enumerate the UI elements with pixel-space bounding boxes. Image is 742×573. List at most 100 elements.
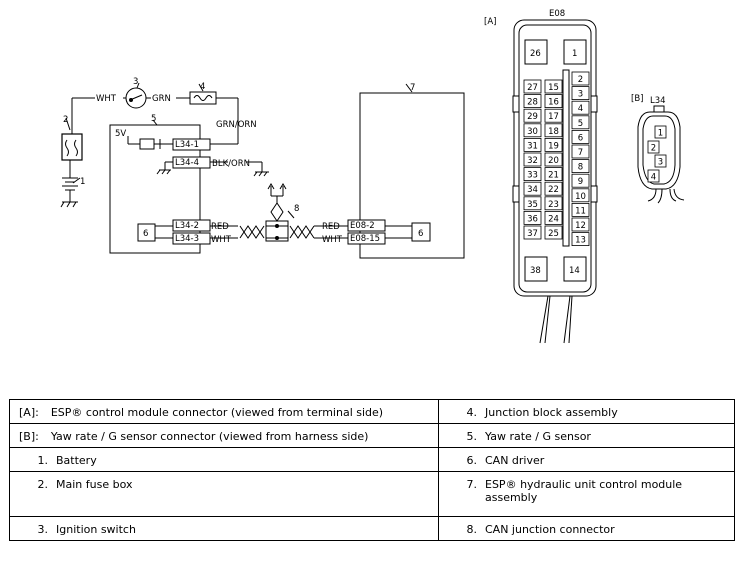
label-4: 4 [200,82,205,92]
legend-cell-left: [A]:ESP® control module connector (viewe… [9,399,439,424]
label-l34: L34 [650,96,666,106]
wire-blk-orn: BLK/ORN [212,159,250,169]
wire-wht-right: WHT [322,235,343,245]
legend-cell-right: 5.Yaw rate / G sensor [438,423,735,448]
e08-pin-cell [571,217,590,232]
legend-description: Junction block assembly [485,406,618,419]
e08-pin-cell [523,167,542,182]
wire-grn-top: GRN [152,94,171,104]
e08-pin-cell [544,181,563,196]
e08-pin-cell [523,94,542,108]
legend-row: 1. Battery 6. CAN driver [9,447,735,472]
legend-number: 6. [466,454,478,467]
e08-pin-number: 18 [548,127,559,137]
e08-pin-number: 29 [527,112,538,122]
label-8: 8 [294,204,299,214]
e08-pin-cell [544,152,563,167]
legend-cell-right: 6. CAN driver [438,447,735,472]
legend-number: 1. [37,454,49,467]
label-6-right: 6 [418,229,423,239]
legend-cell-left: 2.Main fuse box [9,471,439,517]
e08-pin-cell [523,196,542,211]
e08-pin-cell [523,108,542,123]
e08-pin-cell [544,225,563,240]
l34-pin-cell [654,154,667,168]
e08-pin-cell [544,196,563,211]
e08-pin-cell [571,129,590,144]
e08-pin-cell [544,94,563,108]
legend-number: 7. [466,478,478,491]
e08-pin-cell [571,71,590,86]
e08-pin-cell [523,181,542,196]
label-6-left: 6 [143,229,148,239]
wire-red-right: RED [322,222,340,232]
e08-pin-cell [571,188,590,203]
l34-pin-number: 1 [658,129,663,139]
legend-description: CAN driver [485,454,545,467]
e08-pin-grid: 2728293031323334353637151617181920212223… [523,71,590,247]
legend-cell-left: [B]: Yaw rate / G sensor connector (viewe… [9,423,439,448]
e08-pin-38: 38 [530,266,541,276]
e08-pin-cell [544,167,563,182]
legend-description: Yaw rate / G sensor [485,430,591,443]
terminal-l34-3: L34-3 [175,234,199,244]
e08-pin-number: 5 [578,119,583,129]
legend-row: 2.Main fuse box 7. ESP® hydraulic unit con… [9,471,735,517]
legend-cell-right: 4.Junction block assembly [438,399,735,424]
e08-pin-number: 9 [578,177,583,187]
legend-table: [A]:ESP® control module connector (viewe… [9,399,735,541]
e08-pin-cell [544,79,563,94]
legend-description: Ignition switch [56,523,136,536]
e08-pin-number: 28 [527,98,538,108]
legend-description: ESP® control module connector (viewed fr… [50,406,384,419]
legend-number: 3. [37,523,49,536]
e08-pin-number: 12 [575,221,586,231]
label-2: 2 [63,115,68,125]
e08-pin-cell [523,123,542,138]
e08-pin-number: 17 [548,112,559,122]
e08-pin-cell [571,115,590,130]
legend-cell-right: 8.CAN junction connector [438,516,735,541]
e08-pin-number: 23 [548,200,559,210]
legend-number: 8. [466,523,478,536]
e08-pin-number: 16 [548,98,559,108]
legend-cell-left: 1. Battery [9,447,439,472]
e08-pin-number: 37 [527,229,538,239]
e08-pin-cell [544,210,563,225]
legend-row: [A]:ESP® control module connector (viewe… [9,399,735,424]
wiring-diagram: 2 1 3 4 5 7 8 6 6 5V WHT GRN GRN/ORN BLK… [60,9,685,344]
l34-pin-number: 2 [651,144,656,154]
legend-row: [B]: Yaw rate / G sensor connector (viewe… [9,423,735,448]
legend-description: Yaw rate / G sensor connector (viewed fr… [50,430,369,443]
label-7: 7 [410,83,415,93]
e08-pin-number: 20 [548,156,559,166]
e08-pin-cell [544,123,563,138]
e08-pin-number: 22 [548,185,559,195]
e08-pin-number: 10 [575,192,586,202]
wire-grn-orn: GRN/ORN [216,120,257,130]
wire-wht-left: WHT [211,235,232,245]
legend-cell-left: 3. Ignition switch [9,516,439,541]
label-bracket-a: [A] [484,17,496,27]
terminal-l34-2: L34-2 [175,221,199,231]
terminal-l34-4: L34-4 [175,158,199,168]
e08-pin-cell [523,225,542,240]
label-3: 3 [133,77,138,87]
e08-pin-cell [523,137,542,152]
l34-pin-cell [654,125,667,139]
e08-pin-number: 4 [578,104,583,114]
l34-pin-cell [647,169,660,183]
terminal-e08-2: E08-2 [350,221,375,231]
e08-pin-cell [571,202,590,217]
e08-pin-cell [523,79,542,94]
legend-description: Battery [56,454,97,467]
label-5v: 5V [115,129,126,139]
e08-pin-cell [571,86,590,100]
legend-number: [B]: [19,430,39,443]
e08-pin-number: 25 [548,229,559,239]
e08-pin-cell [523,152,542,167]
label-5: 5 [151,114,156,124]
legend-description: ESP® hydraulic unit control module assem… [485,478,683,504]
e08-pin-number: 11 [575,206,586,216]
